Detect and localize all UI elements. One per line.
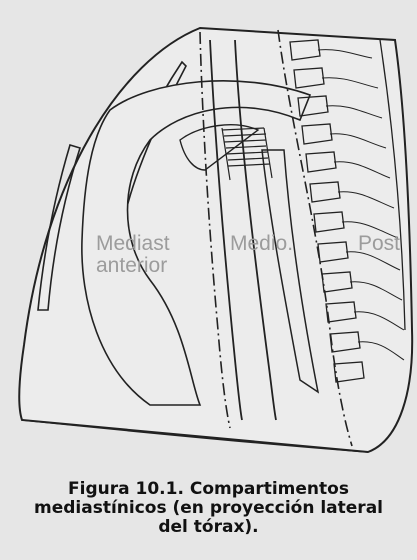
mediastinum-lateral-drawing <box>0 0 417 470</box>
label-mediast: Mediast <box>96 233 170 254</box>
label-anterior: anterior <box>96 255 167 276</box>
figure-caption: Figura 10.1. Compartimentos mediastínico… <box>20 480 397 537</box>
label-medio: Medio. <box>230 233 293 254</box>
label-post: Post <box>358 233 400 254</box>
